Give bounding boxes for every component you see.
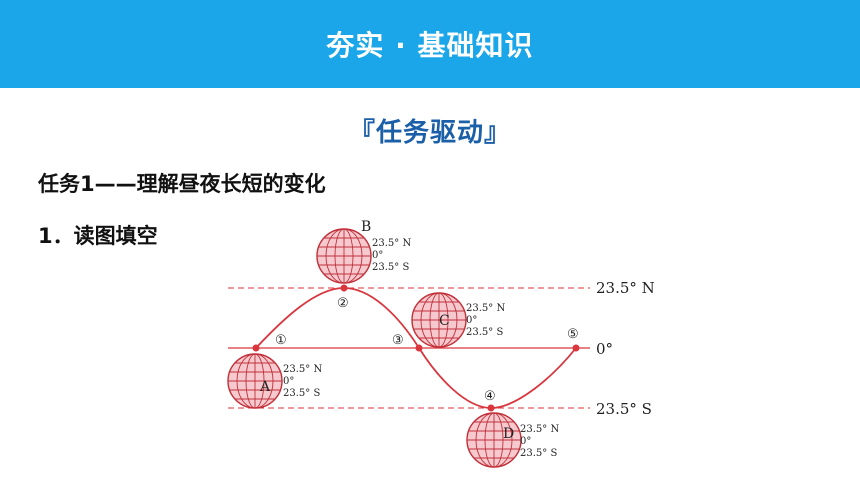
point-marker-2 [340, 284, 348, 292]
globe-b-label-north: 23.5° N [372, 238, 411, 249]
globe-b-label-equator: 0° [372, 250, 383, 261]
item-title: 1．读图填空 [38, 224, 158, 248]
globe-a-label-south: 23.5° S [283, 388, 320, 399]
globe-c-letter: C [439, 313, 450, 329]
tropic-north-label: 23.5° N [596, 279, 655, 297]
globe-b-letter: B [361, 219, 371, 235]
point-label-4: ④ [484, 389, 496, 404]
point-label-5: ⑤ [567, 327, 579, 342]
task-title: 任务1——理解昼夜长短的变化 [38, 172, 326, 196]
globe-b: B 23.5° N 0° 23.5° S [316, 219, 411, 284]
globe-b-label-south: 23.5° S [372, 262, 409, 273]
globe-a-label-equator: 0° [283, 376, 294, 387]
globe-c-label-south: 23.5° S [466, 327, 503, 338]
point-marker-5 [572, 344, 580, 352]
globe-a: A 23.5° N 0° 23.5° S [227, 353, 322, 409]
globe-c: C 23.5° N 0° 23.5° S [411, 292, 505, 348]
point-marker-3 [415, 344, 423, 352]
tropic-south-label: 23.5° S [596, 400, 652, 418]
globe-d-label-south: 23.5° S [520, 448, 557, 459]
globe-a-label-north: 23.5° N [283, 364, 322, 375]
globe-d-letter: D [503, 426, 514, 442]
globe-a-letter: A [259, 379, 271, 395]
section-heading: 『任务驱动』 [348, 118, 511, 148]
globe-c-label-north: 23.5° N [466, 303, 505, 314]
header-title: 夯实 · 基础知识 [326, 29, 534, 62]
point-marker-4 [487, 404, 495, 412]
point-marker-1 [252, 344, 260, 352]
globe-d: D 23.5° N 0° 23.5° S [466, 412, 559, 468]
globe-d-label-equator: 0° [520, 436, 531, 447]
globe-c-label-equator: 0° [466, 315, 477, 326]
point-label-2: ② [337, 296, 349, 311]
globe-d-label-north: 23.5° N [520, 424, 559, 435]
equator-label: 0° [596, 340, 613, 358]
point-label-3: ③ [392, 333, 404, 348]
header-bar: 夯实 · 基础知识 [0, 0, 860, 88]
point-label-1: ① [275, 333, 287, 348]
